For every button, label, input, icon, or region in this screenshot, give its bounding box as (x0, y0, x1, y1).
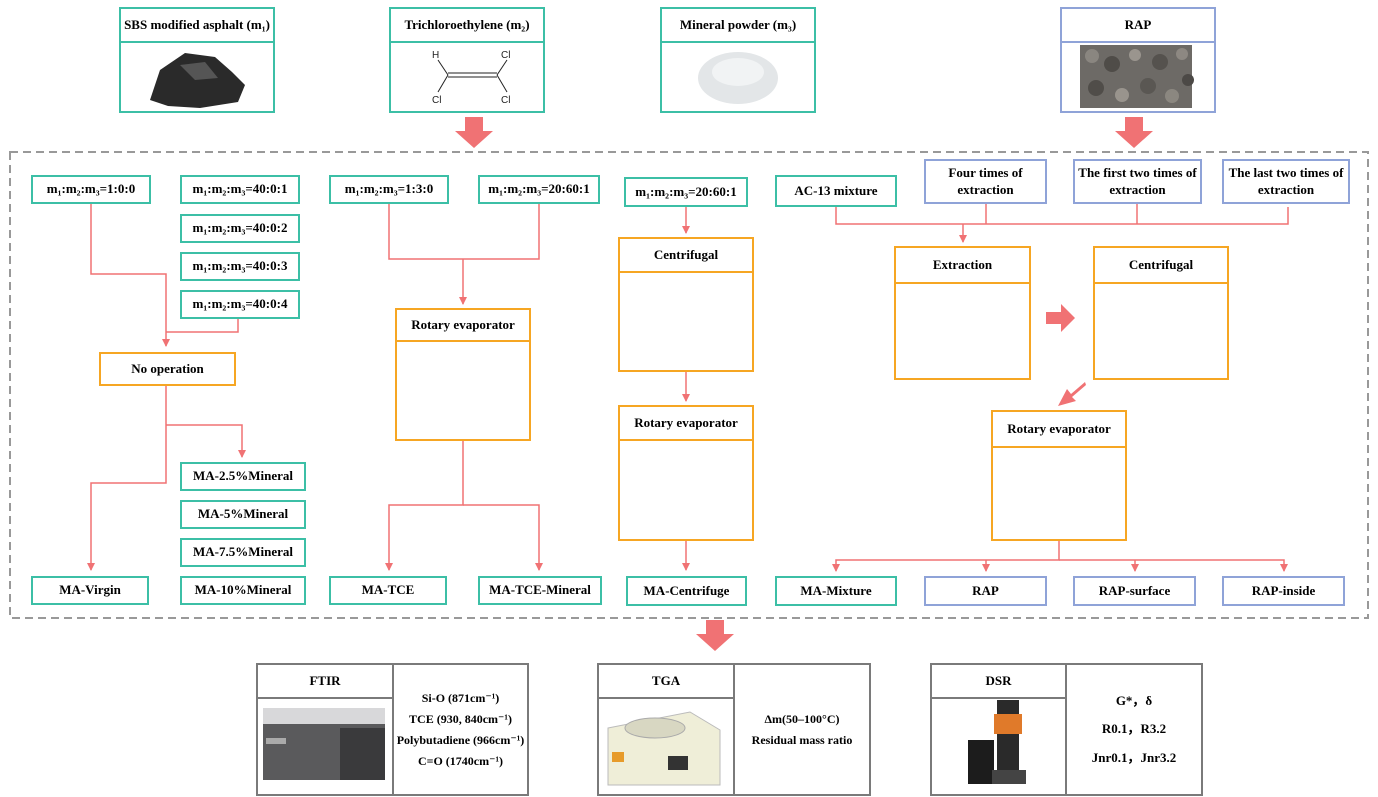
sample-ma-5-mineral: MA-5%Mineral (180, 500, 306, 529)
ratio-1-3-0: m₁:m₂:m₃=1:3:0 (329, 175, 449, 204)
rotary-evaporator-label-1: Rotary evaporator (397, 310, 529, 342)
ftir-line-1: Si-O (871cm⁻¹) (421, 690, 500, 705)
mineral-label: Mineral powder (m₃) (663, 10, 813, 41)
dsr-line-3: Jnr0.1，Jnr3.2 (1091, 749, 1177, 765)
extraction-box: Extraction (894, 246, 1031, 380)
sample-rap-inside: RAP-inside (1222, 576, 1345, 606)
sample-rap: RAP (924, 576, 1047, 606)
sbs-frame (119, 7, 275, 113)
conn-rap-inputs (835, 207, 1289, 225)
atom-cl-3: Cl (501, 95, 510, 106)
tga-analyzer-image (607, 711, 721, 786)
sample-ma-virgin: MA-Virgin (31, 576, 149, 605)
big-arrow-left (455, 117, 493, 148)
rotary-evaporator-label-3: Rotary evaporator (993, 412, 1125, 448)
conn-rotary3-mix (832, 541, 1060, 572)
ftir-spectrometer-image (263, 708, 385, 780)
atom-cl-2: Cl (501, 50, 510, 61)
conn-rotary1-tcemin (463, 504, 543, 571)
sbs-label: SBS modified asphalt (m₁) (122, 10, 272, 41)
sample-ma-2-5-mineral: MA-2.5%Mineral (180, 462, 306, 491)
conn-r130-r20601 (388, 204, 540, 260)
ratio-40-0-4: m₁:m₂:m₃=40:0:4 (180, 290, 300, 319)
ratio-40-0-3: m₁:m₂:m₃=40:0:3 (180, 252, 300, 281)
big-arrow-bottom (696, 620, 734, 651)
conn-noop-mineral (166, 424, 246, 458)
asphalt-highlight (180, 62, 218, 80)
ratio-20-60-1-b: m₁:m₂:m₃=20:60:1 (624, 177, 748, 207)
tce-label: Trichloroethylene (m₂) (392, 10, 542, 41)
tga-line-2: Residual mass ratio (751, 732, 853, 747)
ftir-results: Si-O (871cm⁻¹) TCE (930, 840cm⁻¹) Polybu… (392, 663, 529, 796)
sample-ma-7-5-mineral: MA-7.5%Mineral (180, 538, 306, 567)
ratio-40-0-2: m₁:m₂:m₃=40:0:2 (180, 214, 300, 243)
ratio-20-60-1-a: m₁:m₂:m₃=20:60:1 (478, 175, 600, 204)
mineral-powder-shade (712, 58, 764, 86)
processing-frame (9, 151, 1369, 619)
ratio-1-0-0: m₁:m₂:m₃=1:0:0 (31, 175, 151, 204)
ac13-mixture-box: AC-13 mixture (775, 175, 897, 207)
sample-ma-centrifuge: MA-Centrifuge (626, 576, 747, 606)
asphalt-lump-image (150, 53, 245, 108)
ftir-line-3: Polybutadiene (966cm⁻¹) (396, 732, 525, 747)
conn-r4004-noop (166, 317, 239, 333)
rap-material-label: RAP (1063, 10, 1213, 41)
dsr-line-2: R0.1，R3.2 (1101, 721, 1167, 737)
tga-title: TGA (597, 663, 735, 699)
dsr-image-frame (930, 697, 1067, 796)
rotary-evaporator-box-2: Rotary evaporator (618, 405, 754, 541)
rap-frame (1060, 7, 1216, 113)
sample-ma-tce: MA-TCE (329, 576, 447, 605)
ftir-title: FTIR (256, 663, 394, 699)
centrifugal-box-2: Centrifugal (1093, 246, 1229, 380)
centrifugal-label-1: Centrifugal (620, 239, 752, 273)
tga-results: Δm(50–100°C) Residual mass ratio (733, 663, 871, 796)
extraction-label: Extraction (896, 248, 1029, 284)
conn-rotary1-tce (385, 441, 464, 571)
atom-cl-1: Cl (432, 95, 441, 106)
four-times-extraction-box: Four times of extraction (924, 159, 1047, 204)
conn-noop-virgin (87, 386, 167, 571)
rotary-evaporator-box-3: Rotary evaporator (991, 410, 1127, 541)
mineral-frame (660, 7, 816, 113)
first-two-extraction-box: The first two times of extraction (1073, 159, 1202, 204)
no-operation-box: No operation (99, 352, 236, 386)
big-arrow-right (1115, 117, 1153, 148)
sample-ma-tce-mineral: MA-TCE-Mineral (478, 576, 602, 605)
sample-ma-10-mineral: MA-10%Mineral (180, 576, 306, 605)
last-two-extraction-box: The last two times of extraction (1222, 159, 1350, 204)
rap-aggregate-image (1080, 45, 1194, 108)
dsr-title: DSR (930, 663, 1067, 699)
conn-rotary3-rapin (1059, 559, 1288, 572)
dsr-results: G*，δ R0.1，R3.2 Jnr0.1，Jnr3.2 (1065, 663, 1203, 796)
rotary-evaporator-label-2: Rotary evaporator (620, 407, 752, 441)
tce-structure-image (437, 59, 508, 93)
sample-rap-surface: RAP-surface (1073, 576, 1196, 606)
rotary-evaporator-box-1: Rotary evaporator (395, 308, 531, 441)
ftir-image-frame (256, 697, 394, 796)
ftir-line-2: TCE (930, 840cm⁻¹) (409, 711, 512, 726)
arrow-centrifugal-to-rotary (1058, 382, 1086, 406)
tga-image-frame (597, 697, 735, 796)
conn-r100-noop (90, 204, 170, 347)
dsr-line-1: G*，δ (1115, 693, 1153, 709)
ratio-40-0-1: m₁:m₂:m₃=40:0:1 (180, 175, 300, 204)
arrow-extraction-to-centrifugal (1046, 304, 1075, 332)
tga-line-1: Δm(50–100°C) (764, 711, 840, 726)
atom-h: H (432, 50, 439, 61)
tce-frame (389, 7, 545, 113)
ftir-line-4: C=O (1740cm⁻¹) (417, 753, 504, 768)
centrifugal-label-2: Centrifugal (1095, 248, 1227, 284)
centrifugal-box-1: Centrifugal (618, 237, 754, 372)
sample-ma-mixture: MA-Mixture (775, 576, 897, 606)
dsr-rheometer-image (968, 700, 1026, 784)
